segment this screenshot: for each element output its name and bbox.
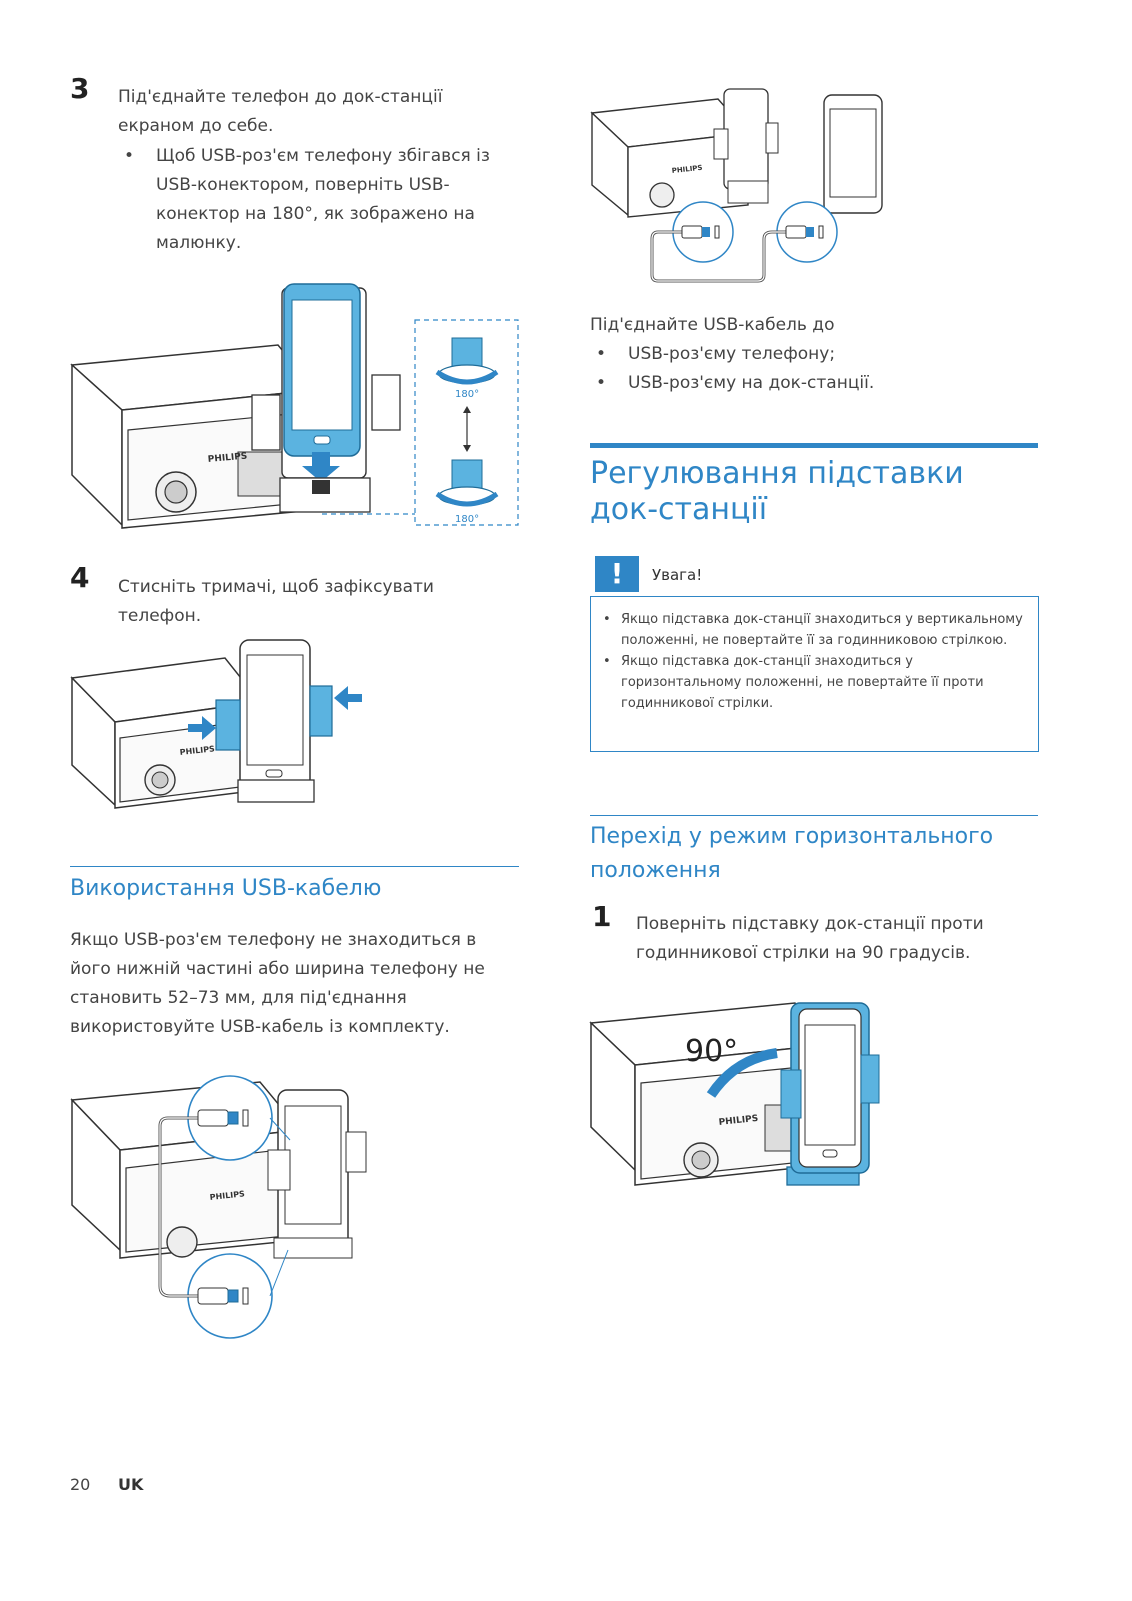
connect-intro: Під'єднайте USB-кабель до — [590, 315, 835, 335]
caution-title: Увага! — [652, 566, 703, 584]
caution-icon: ! — [595, 556, 639, 592]
figure-rotate-90: PHILIPS 90° — [589, 1002, 880, 1186]
landscape-section-rule — [590, 815, 1038, 816]
step-3-text: Під'єднайте телефон до док-станції екран… — [118, 83, 518, 258]
adjust-section-heading: Регулювання підставки док-станції — [590, 456, 964, 527]
step-4-text: Стисніть тримачі, щоб зафіксувати телефо… — [118, 577, 434, 626]
figure1-brand: PHILIPS — [207, 452, 247, 465]
figure2-brand: PHILIPS — [179, 744, 215, 757]
figure5-angle-label: 90° — [685, 1034, 738, 1069]
figure1-angle-top: 180° — [455, 389, 479, 400]
caution-item-horizontal: Якщо підставка док-станції знаходиться у… — [599, 651, 1024, 714]
caution-list: Якщо підставка док-станції знаходиться у… — [591, 597, 1038, 714]
step-3-line-2: екраном до себе. — [118, 116, 274, 136]
connect-instructions: Під'єднайте USB-кабель до USB-роз'єму те… — [590, 311, 1020, 398]
language-code: UK — [118, 1475, 144, 1494]
figure3-brand: PHILIPS — [209, 1189, 245, 1202]
connect-bullet-dock: USB-роз'єму на док-станції. — [590, 369, 1020, 398]
step-3-line-1: Під'єднайте телефон до док-станції — [118, 87, 443, 107]
step-3-bullet: Щоб USB-роз'єм телефону збігався із USB-… — [118, 142, 504, 258]
adjust-section-rule — [590, 443, 1038, 448]
step-1-text: Поверніть підставку док-станції проти го… — [636, 914, 984, 963]
step-1-number: 1 — [592, 900, 612, 933]
figure4-brand: PHILIPS — [671, 164, 703, 175]
figure-clamp-holders: PHILIPS — [70, 639, 362, 809]
figure-usb-connect: PHILIPS — [590, 88, 883, 283]
figure-phone-in-dock: PHILIPS 180° 180° — [70, 283, 519, 529]
connect-bullet-phone: USB-роз'єму телефону; — [590, 340, 1020, 369]
usb-section-rule — [70, 866, 519, 867]
connect-bullets: USB-роз'єму телефону; USB-роз'єму на док… — [590, 340, 1020, 398]
step-3-number: 3 — [70, 72, 90, 105]
step-4-number: 4 — [70, 561, 90, 594]
figure5-brand: PHILIPS — [718, 1114, 758, 1128]
caution-box: Якщо підставка док-станції знаходиться у… — [590, 596, 1039, 752]
landscape-section-heading: Перехід у режим горизонтального положенн… — [590, 824, 994, 883]
usb-section-paragraph: Якщо USB-роз'єм телефону не знаходиться … — [70, 930, 485, 1037]
page-number: 20 — [70, 1475, 91, 1494]
caution-item-vertical: Якщо підставка док-станції знаходиться у… — [599, 609, 1024, 651]
usb-section-heading: Використання USB-кабелю — [70, 876, 382, 901]
caution-exclamation: ! — [610, 557, 624, 590]
figure1-angle-bottom: 180° — [455, 514, 479, 525]
figure-usb-cable: PHILIPS — [70, 1075, 367, 1339]
step-3-bullets: Щоб USB-роз'єм телефону збігався із USB-… — [118, 142, 518, 258]
